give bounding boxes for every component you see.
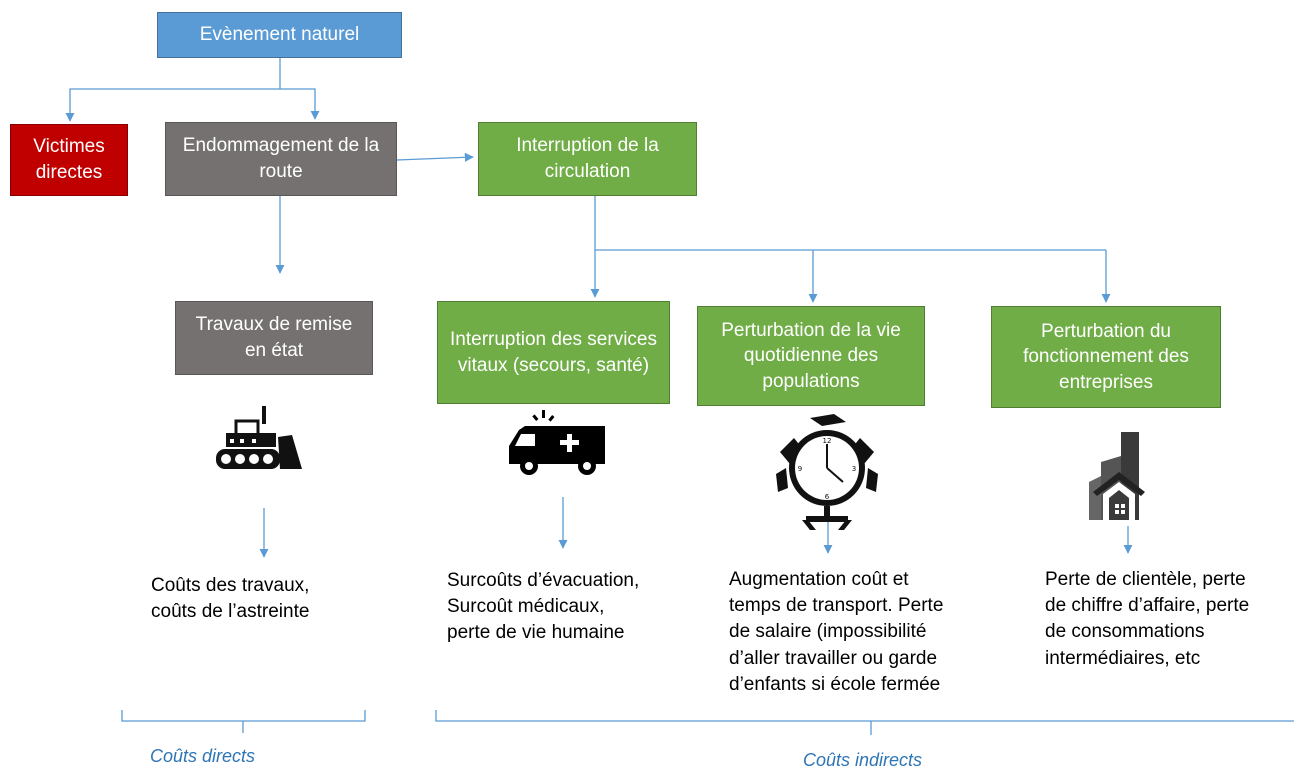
buildings-icon: [1089, 432, 1145, 520]
node-natural-event: Evènement naturel: [157, 12, 402, 58]
connector-traffic-branch: [594, 196, 1106, 251]
node-vital-services-label: Interruption des services vitaux (secour…: [450, 328, 657, 376]
svg-text:9: 9: [798, 465, 802, 473]
svg-text:12: 12: [823, 437, 832, 445]
node-road-damage-label: Endommagement de la route: [182, 135, 380, 182]
label-indirect-costs: Coûts indirects: [803, 750, 923, 770]
brace-indirect: [435, 710, 1294, 735]
svg-text:6: 6: [825, 493, 830, 501]
node-repair-works: Travaux de remise en état: [175, 301, 373, 375]
node-repair-works-label: Travaux de remise en état: [195, 314, 353, 361]
node-traffic-interruption: Interruption de la circulation: [478, 122, 697, 196]
cost-works: Coûts des travaux, coûts de l’astreinte: [151, 575, 310, 623]
node-traffic-interruption-label: Interruption de la circulation: [516, 135, 659, 182]
arrow-to-victims: [65, 88, 280, 122]
node-vital-services: Interruption des services vitaux (secour…: [437, 301, 670, 404]
bulldozer-icon: [216, 406, 302, 469]
arrow-to-traffic: [396, 152, 474, 162]
svg-text:3: 3: [852, 465, 856, 473]
brace-direct: [121, 710, 366, 733]
ambulance-icon: [509, 410, 605, 475]
label-direct-costs: Coûts directs: [150, 746, 256, 766]
cost-evacuation: Surcoûts d’évacuation, Surcoût médicaux,…: [447, 570, 640, 644]
node-business-label: Perturbation du fonctionnement des entre…: [1023, 320, 1189, 393]
node-natural-event-label: Evènement naturel: [199, 24, 360, 46]
node-direct-victims: Victimes directes: [10, 124, 128, 196]
arrow-to-road-damage: [280, 88, 320, 120]
node-business: Perturbation du fonctionnement des entre…: [991, 306, 1221, 408]
clock-icon: 12 6 9 3: [776, 414, 878, 530]
node-direct-victims-label: Victimes directes: [33, 136, 105, 183]
cost-transport: Augmentation coût et temps de transport.…: [729, 569, 944, 695]
node-road-damage: Endommagement de la route: [165, 122, 397, 196]
node-daily-life: Perturbation de la vie quotidienne des p…: [697, 306, 925, 406]
node-daily-life-label: Perturbation de la vie quotidienne des p…: [721, 319, 901, 392]
cost-clientele: Perte de clientèle, perte de chiffre d’a…: [1045, 569, 1250, 669]
